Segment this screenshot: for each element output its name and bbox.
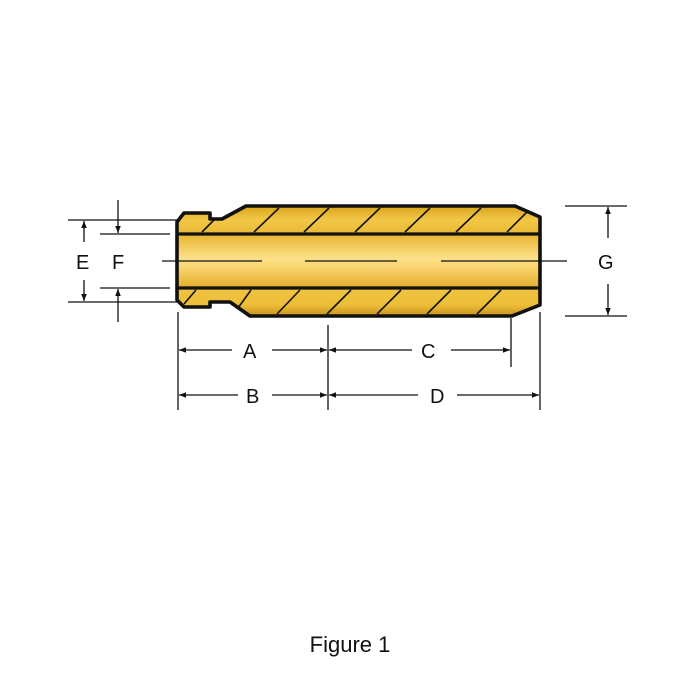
dimension-label-G: G — [598, 252, 614, 274]
dimension-label-A: A — [243, 341, 257, 363]
body-outline — [175, 204, 542, 318]
dimension-F — [100, 200, 170, 322]
dimension-label-F: F — [112, 252, 124, 274]
top-wall — [177, 206, 540, 234]
length-extension-lines — [177, 312, 541, 410]
dimension-E — [68, 219, 178, 303]
hatching-bottom — [183, 289, 502, 315]
bottom-wall — [177, 288, 540, 316]
dimension-label-E: E — [76, 252, 89, 274]
dimension-label-C: C — [421, 341, 435, 363]
dimension-label-D: D — [430, 386, 444, 408]
dimension-G — [565, 205, 627, 317]
dimension-label-B: B — [246, 386, 259, 408]
hatching-top — [201, 207, 528, 233]
valve-guide-body — [175, 204, 542, 318]
figure-caption: Figure 1 — [309, 632, 391, 657]
